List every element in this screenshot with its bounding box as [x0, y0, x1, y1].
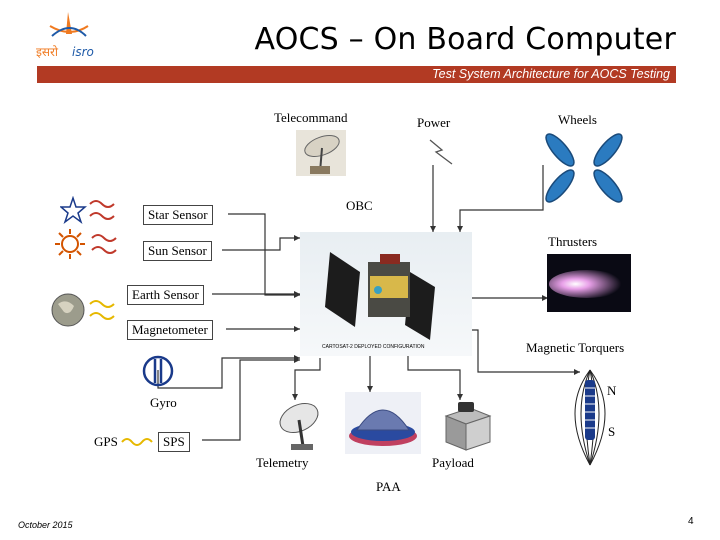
sps-box: SPS [158, 432, 190, 452]
south-label: S [608, 424, 616, 439]
satellite-icon [325, 252, 435, 340]
gyro-label: Gyro [150, 395, 177, 410]
sun-icon [55, 229, 117, 259]
power-label: Power [417, 115, 451, 130]
svg-text:isro: isro [72, 45, 94, 59]
satellite-caption: CARTOSAT-2 DEPLOYED CONFIGURATION [322, 344, 425, 350]
obc-satellite-image [300, 232, 472, 356]
magnetometer-box: Magnetometer [127, 320, 213, 340]
gps-signal-icon [121, 438, 153, 446]
telemetry-dish-icon [279, 402, 319, 450]
thruster-plume-icon [547, 254, 631, 312]
thrusters-label: Thrusters [548, 234, 598, 249]
payload-label: Payload [432, 455, 474, 470]
star-sensor-box: Star Sensor [143, 205, 213, 225]
svg-text:इसरो: इसरो [36, 45, 59, 59]
magnetic-torquer-coil-icon [574, 369, 606, 466]
earth-sensor-box: Earth Sensor [127, 285, 204, 305]
paa-antenna-icon [345, 392, 421, 454]
payload-icon [444, 402, 492, 451]
isro-logo-icon: इसरो isro [36, 12, 94, 59]
page-number: 4 [688, 516, 694, 527]
wheels-label: Wheels [558, 112, 597, 127]
gyro-icon [142, 355, 174, 387]
page-subtitle: Test System Architecture for AOCS Testin… [432, 67, 670, 81]
telecommand-label: Telecommand [274, 110, 348, 125]
north-label: N [607, 383, 617, 398]
magnetic-torquers-label: Magnetic Torquers [526, 340, 625, 355]
obc-label: OBC [346, 198, 373, 213]
page-title: AOCS – On Board Computer [254, 22, 676, 57]
subtitle-bar [37, 66, 676, 83]
reaction-wheels-icon [545, 133, 623, 203]
telecommand-antenna-icon [296, 130, 346, 176]
star-icon [60, 196, 115, 225]
paa-label: PAA [376, 479, 401, 494]
telemetry-label: Telemetry [256, 455, 309, 470]
footer-date: October 2015 [18, 520, 73, 530]
sun-sensor-box: Sun Sensor [143, 241, 212, 261]
earth-icon [51, 293, 115, 327]
gps-label: GPS [94, 434, 118, 449]
